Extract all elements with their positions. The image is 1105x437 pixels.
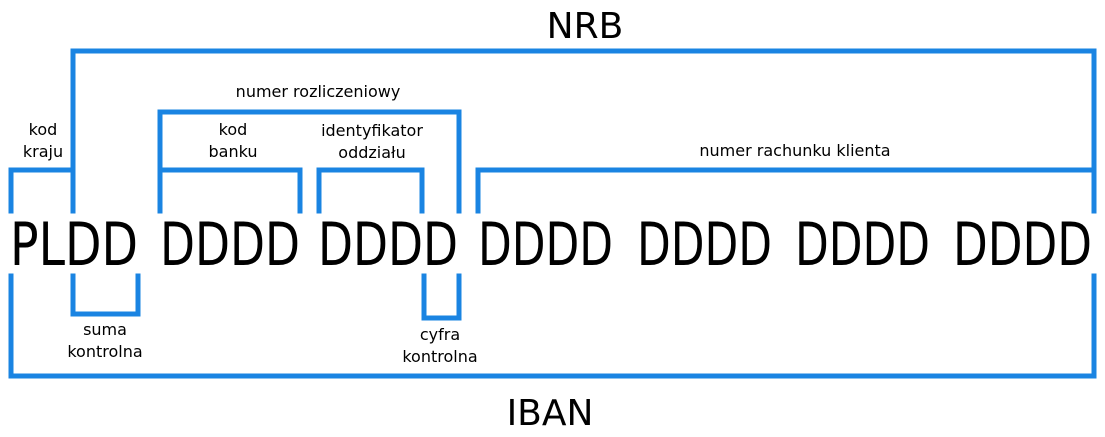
identyfikator-oddzialu-bracket bbox=[316, 167, 425, 214]
kod-kraju-bracket bbox=[8, 167, 76, 214]
suma-kontrolna-bracket bbox=[70, 273, 141, 317]
group-account-2: DDDD bbox=[637, 210, 772, 280]
nrb-title: NRB bbox=[547, 6, 624, 47]
label-kod-kraju-2: kraju bbox=[23, 142, 63, 161]
iban-bracket bbox=[8, 273, 1097, 379]
group-account-4: DDDD bbox=[953, 210, 1092, 280]
label-numer-rozliczeniowy: numer rozliczeniowy bbox=[236, 82, 401, 101]
cyfra-kontrolna-bracket bbox=[421, 273, 462, 321]
nrb-bracket bbox=[70, 48, 1097, 214]
label-cyfra-kontrolna-1: cyfra bbox=[420, 325, 460, 344]
numer-rozliczeniowy-bracket bbox=[157, 109, 462, 214]
numer-rachunku-klienta-bracket bbox=[475, 167, 1097, 214]
label-suma-kontrolna-1: suma bbox=[83, 320, 127, 339]
group-country-checksum: PLDD bbox=[10, 210, 138, 280]
label-kod-banku-2: banku bbox=[208, 142, 257, 161]
group-branch: DDDD bbox=[318, 210, 458, 280]
label-suma-kontrolna-2: kontrolna bbox=[67, 342, 142, 361]
group-account-3: DDDD bbox=[795, 210, 930, 280]
label-kod-kraju-1: kod bbox=[29, 120, 58, 139]
label-kod-banku-1: kod bbox=[219, 120, 248, 139]
group-bank-code: DDDD bbox=[160, 210, 300, 280]
label-identyfikator-2: oddziału bbox=[338, 143, 405, 162]
group-account-1: DDDD bbox=[478, 210, 613, 280]
iban-title: IBAN bbox=[507, 393, 594, 434]
label-cyfra-kontrolna-2: kontrolna bbox=[402, 347, 477, 366]
kod-banku-bracket bbox=[157, 167, 303, 214]
label-numer-rachunku-klienta: numer rachunku klienta bbox=[699, 141, 890, 160]
label-identyfikator-1: identyfikator bbox=[321, 121, 423, 140]
